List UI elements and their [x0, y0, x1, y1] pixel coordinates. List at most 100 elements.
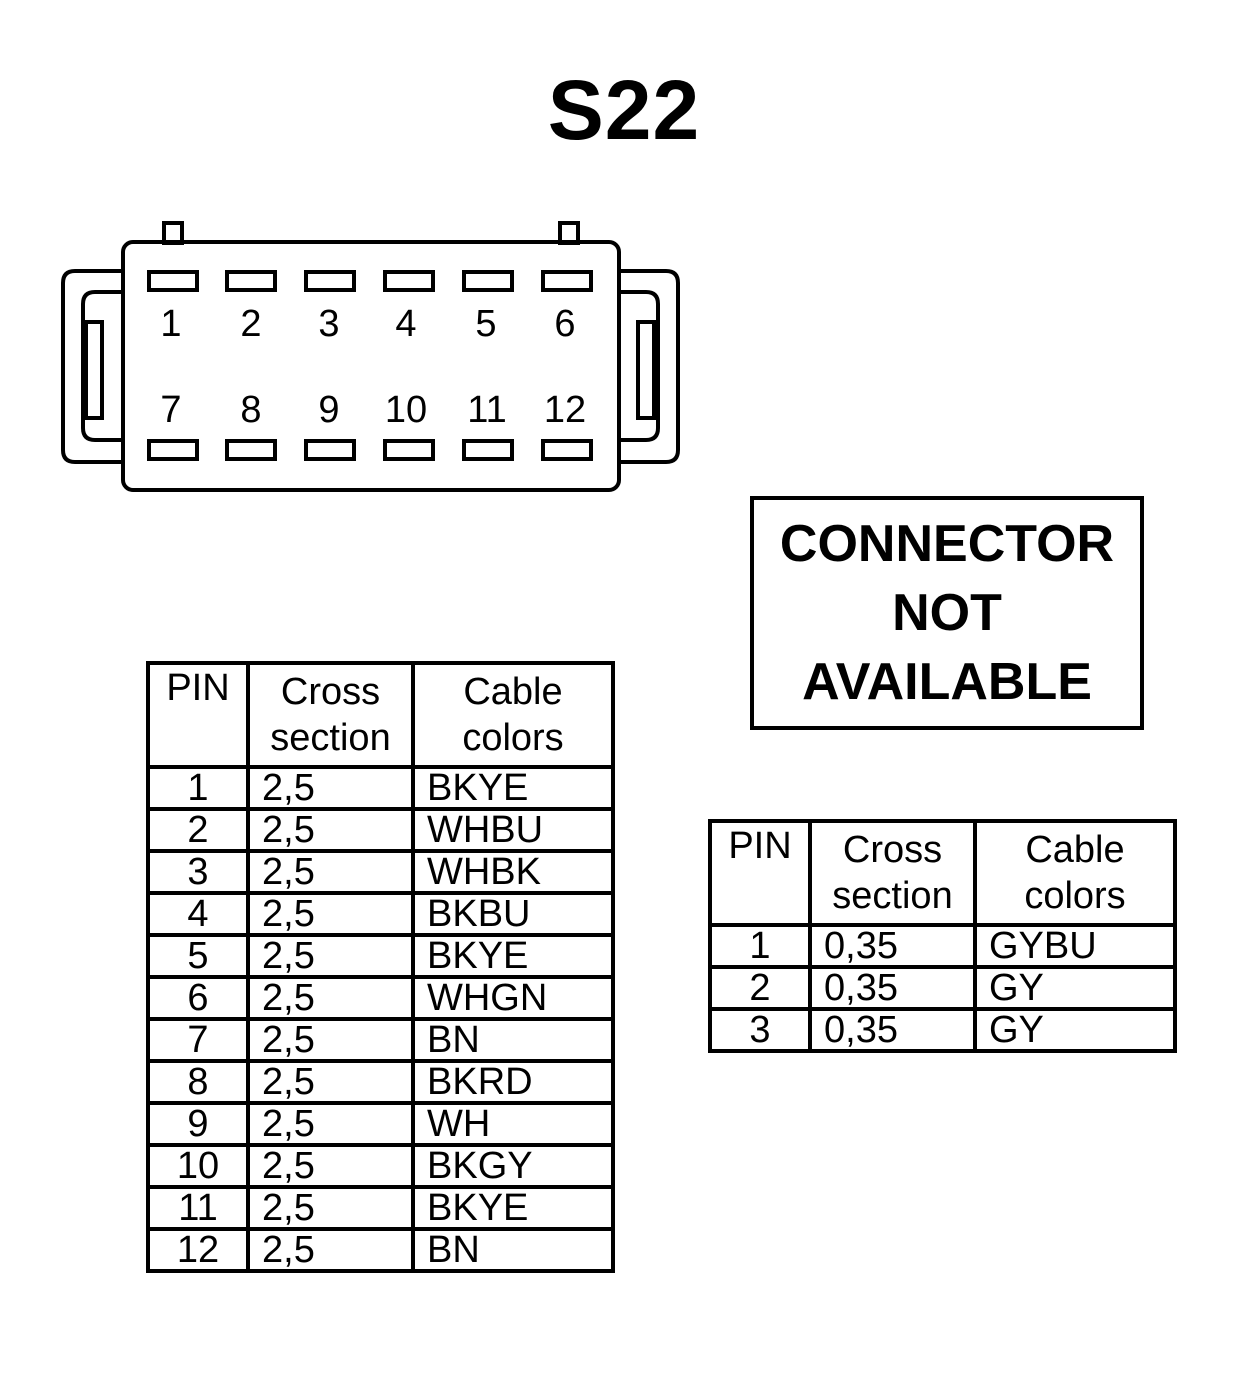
pin-number-label: 2 [240, 303, 261, 345]
cross-section-cell: 2,5 [246, 1017, 415, 1063]
cross-section-cell: 0,35 [808, 965, 977, 1011]
pin-number-label: 8 [240, 389, 261, 431]
cross-section-cell: 0,35 [808, 923, 977, 969]
pin-cell: 7 [146, 1017, 250, 1063]
cross-section-cell: 2,5 [246, 1227, 415, 1273]
cable-color-cell: BKYE [411, 1185, 615, 1231]
pin-cell: 11 [146, 1185, 250, 1231]
pin-slot [541, 439, 593, 461]
pin-number-label: 4 [395, 303, 416, 345]
cross-section-cell: 2,5 [246, 891, 415, 937]
cross-section-cell: 0,35 [808, 1007, 977, 1053]
pin-slot [225, 270, 277, 292]
header-pin: PIN [708, 819, 812, 927]
cross-section-cell: 2,5 [246, 975, 415, 1021]
cable-color-cell: BN [411, 1017, 615, 1063]
connector-housing [121, 240, 621, 492]
diagram-title: S22 [547, 63, 701, 157]
cable-color-cell: BKYE [411, 765, 615, 811]
pin-cell: 3 [146, 849, 250, 895]
cable-color-cell: WH [411, 1101, 615, 1147]
pin-slot [541, 270, 593, 292]
pin-cell: 6 [146, 975, 250, 1021]
pin-number-label: 12 [544, 389, 586, 431]
pin-number-label: 7 [160, 389, 181, 431]
cable-color-cell: WHGN [411, 975, 615, 1021]
pin-slot [462, 270, 514, 292]
pin-slot [147, 270, 199, 292]
cross-section-cell: 2,5 [246, 933, 415, 979]
pin-cell: 1 [708, 923, 812, 969]
pin-number-label: 10 [385, 389, 427, 431]
cross-section-cell: 2,5 [246, 1185, 415, 1231]
cable-color-cell: WHBK [411, 849, 615, 895]
cable-color-cell: BKBU [411, 891, 615, 937]
cross-section-cell: 2,5 [246, 1059, 415, 1105]
pin-cell: 2 [146, 807, 250, 853]
cable-color-cell: BKRD [411, 1059, 615, 1105]
notice-line: NOT [892, 583, 1002, 642]
pin-cell: 8 [146, 1059, 250, 1105]
cable-color-cell: WHBU [411, 807, 615, 853]
cable-color-cell: BN [411, 1227, 615, 1273]
cross-section-cell: 2,5 [246, 807, 415, 853]
cross-section-cell: 2,5 [246, 1101, 415, 1147]
connector-latch-right [619, 269, 680, 464]
notice-line: CONNECTOR [779, 514, 1115, 573]
pin-slot [383, 270, 435, 292]
pin-slot [225, 439, 277, 461]
pin-cell: 9 [146, 1101, 250, 1147]
cross-section-cell: 2,5 [246, 849, 415, 895]
pin-cell: 1 [146, 765, 250, 811]
cable-color-cell: GY [973, 1007, 1177, 1053]
pin-slot [383, 439, 435, 461]
pin-cell: 12 [146, 1227, 250, 1273]
pin-number-label: 1 [160, 303, 181, 345]
notice-line: AVAILABLE [802, 652, 1092, 711]
pin-number-label: 9 [318, 389, 339, 431]
pin-cell: 5 [146, 933, 250, 979]
connector-drawing: 1 2 3 4 5 6 7 8 9 10 11 12 [61, 221, 680, 492]
pin-number-label: 5 [475, 303, 496, 345]
pin-cell: 4 [146, 891, 250, 937]
connector-not-available-notice: CONNECTOR NOT AVAILABLE [750, 496, 1144, 730]
cross-section-cell: 2,5 [246, 765, 415, 811]
pin-slot [147, 439, 199, 461]
pin-number-label: 6 [554, 303, 575, 345]
cable-color-cell: GYBU [973, 923, 1177, 969]
header-pin: PIN [146, 661, 250, 769]
connector-latch-left [61, 269, 123, 464]
cable-color-cell: GY [973, 965, 1177, 1011]
pin-slot [462, 439, 514, 461]
cable-color-cell: BKGY [411, 1143, 615, 1189]
pin-number-label: 11 [467, 389, 506, 431]
pin-cell: 2 [708, 965, 812, 1011]
cable-color-cell: BKYE [411, 933, 615, 979]
pin-number-label: 3 [318, 303, 339, 345]
pin-cell: 10 [146, 1143, 250, 1189]
pin-slot [304, 270, 356, 292]
pin-cell: 3 [708, 1007, 812, 1053]
cross-section-cell: 2,5 [246, 1143, 415, 1189]
